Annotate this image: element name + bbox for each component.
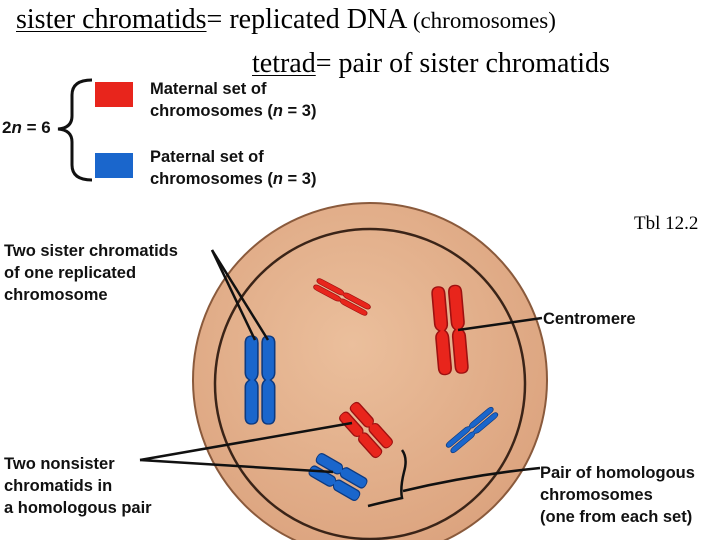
paternal-swatch [95, 153, 133, 178]
term-sister-chromatids: sister chromatids [16, 4, 207, 35]
title-line-sister-chromatids: sister chromatids= replicated DNA (chrom… [16, 4, 556, 37]
term-tetrad: tetrad [252, 48, 316, 79]
maternal-swatch [95, 82, 133, 107]
definition-note: (chromosomes) [412, 8, 556, 33]
centromere-label: Centromere [543, 310, 636, 328]
sister-chromatids-label: Two sister chromatids of one replicated … [4, 242, 178, 304]
homologous-pair-label: Pair of homologous chromosomes (one from… [540, 464, 695, 526]
definition-sister-chromatids: = replicated DNA [206, 4, 413, 35]
definition-tetrad: = pair of sister chromatids [315, 48, 610, 79]
table-reference: Tbl 12.2 [634, 213, 699, 234]
nonsister-chromatids-label: Two nonsister chromatids in a homologous… [4, 455, 152, 517]
nuclear-envelope [213, 227, 527, 540]
ploidy-label: 2n = 6 [2, 118, 51, 137]
legend-brace [57, 78, 93, 182]
paternal-set-label: Paternal set of chromosomes (n = 3) [150, 148, 317, 188]
leader-lines [139, 249, 543, 508]
title-line-tetrad: tetrad= pair of sister chromatids [252, 48, 610, 80]
maternal-set-label: Maternal set of chromosomes (n = 3) [150, 80, 317, 120]
